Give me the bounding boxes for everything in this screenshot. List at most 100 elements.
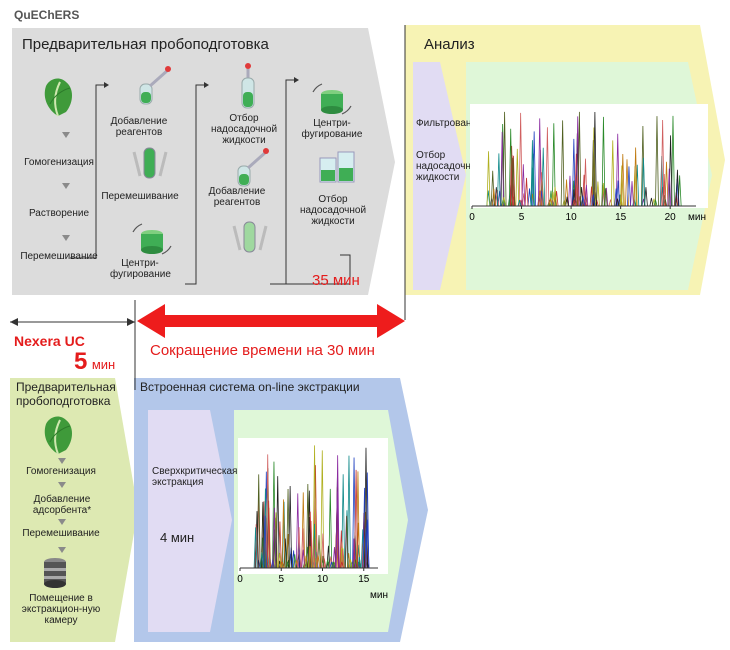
chromatogram-peak (610, 140, 615, 207)
chromatogram-peak (339, 561, 344, 569)
chromatogram-tick-label: 10 (317, 574, 329, 585)
chromatogram-peak (254, 524, 259, 569)
chromatogram-peak (335, 455, 340, 569)
chromatogram-unit-label: мин (688, 212, 706, 223)
chromatogram-peak (620, 153, 625, 207)
chromatogram-peak (346, 553, 351, 569)
chromatogram-tick-label: 0 (237, 574, 243, 585)
chromatogram-peak (312, 445, 317, 569)
chromatogram-peak (320, 450, 325, 569)
chromatogram-peak (615, 133, 620, 207)
chromatogram-peak (277, 552, 282, 569)
pipette-tube-icon (139, 66, 171, 105)
lettuce-icon-2 (44, 416, 72, 455)
step-arrow (62, 235, 70, 241)
chromatogram-tick-label: 15 (358, 574, 370, 585)
chromatogram-peak (655, 116, 659, 207)
chromatogram-peak (511, 155, 516, 207)
chromatogram-peak (574, 153, 579, 207)
quechers-prep-title: Предварительная пробоподготовка (22, 36, 269, 53)
chromatogram-peak (332, 546, 337, 569)
chromatogram-unit-label: мин (370, 590, 388, 601)
beakers-icon (319, 151, 355, 183)
chromatogram-peak (266, 500, 271, 569)
chromatogram-peak (321, 533, 325, 569)
filtration-label: Фильтрование (416, 118, 483, 129)
chromatogram-peak (341, 474, 346, 569)
nexera-prep-panel (10, 378, 138, 642)
chromatogram-peak (260, 552, 264, 569)
time-reduction-arrow (137, 304, 405, 338)
chromatogram-peak (486, 151, 491, 207)
sfe-time: 4 мин (160, 530, 195, 545)
chromatogram-peak (575, 175, 580, 207)
chromatogram-peak (633, 147, 638, 207)
step-supernatant-2: Отбор надосадочной жидкости (299, 194, 367, 227)
chromatogram-tick-label: 5 (519, 212, 525, 223)
chromatogram-peak (641, 157, 646, 207)
chromatogram-peak (291, 550, 296, 569)
pipette-tube-icon-2 (237, 148, 269, 187)
chromatogram-peak (649, 197, 654, 207)
chromatogram-peak (565, 196, 570, 207)
chromatogram-peak (591, 194, 596, 207)
chromatogram-peak (601, 116, 606, 207)
chromatogram-peak (560, 120, 565, 207)
chromatogram-peak (619, 198, 623, 207)
step-arrow (58, 519, 66, 525)
chromatogram-peak (331, 561, 336, 569)
chromatogram-peak (627, 166, 631, 207)
step-arrow (62, 183, 70, 189)
chromatogram-peak (301, 549, 306, 569)
chromatogram-peak (297, 527, 301, 569)
chromatogram-tick-label: 0 (469, 212, 475, 223)
analysis-title: Анализ (424, 36, 475, 53)
nexera-label: Nexera UC (14, 333, 85, 349)
chromatogram-peak (316, 555, 321, 569)
chromatogram-peak (347, 455, 351, 569)
chromatogram-peak (584, 184, 589, 207)
filtration-chevron (413, 62, 466, 290)
chromatogram-peak (500, 131, 505, 207)
chromatogram-peak (604, 187, 609, 207)
chromatogram-peak (502, 197, 506, 207)
shaking-tube-icon-2 (232, 221, 268, 253)
chromatogram-peak (594, 199, 599, 207)
chromatogram-peak (577, 111, 582, 207)
chromatogram-peak (619, 165, 624, 207)
chromatogram-peak (521, 164, 526, 207)
chromatogram-peak (568, 175, 572, 207)
chromatogram-peak (572, 199, 577, 207)
step-mixing-2: Перемешивание (101, 191, 179, 202)
step-add-reagents: Добавление реагентов (110, 116, 168, 138)
chromatogram-peak (524, 177, 529, 207)
chromatogram-peak (328, 488, 333, 569)
chromatogram-peak (527, 188, 532, 207)
chromatogram-peak (308, 511, 313, 569)
chromatogram-peak (630, 181, 634, 207)
extraction-vessel-icon (44, 558, 66, 588)
nexera-step-mixing: Перемешивание (22, 528, 100, 539)
centrifuge-icon (132, 223, 172, 255)
chromatogram-peak (671, 115, 675, 207)
chromatogram-peak (491, 188, 496, 207)
chromatogram-peak (591, 127, 596, 207)
step-homogenization: Гомогенизация (24, 157, 94, 168)
chromatogram-peak (511, 157, 515, 207)
chromatogram-peak (592, 111, 597, 207)
chromatogram-tick-label: 10 (566, 212, 578, 223)
chromatogram-peak (353, 559, 358, 569)
chromatogram-peak (539, 172, 544, 207)
chromatogram-peak (265, 454, 270, 569)
step-arrow (62, 132, 70, 138)
chromatogram-peak (308, 546, 312, 569)
shaking-tube-icon (132, 147, 168, 179)
chromatogram-peak (530, 167, 535, 207)
chromatogram-peak (502, 111, 507, 207)
step-supernatant: Отбор надосадочной жидкости (210, 113, 278, 146)
quechers-time: 35 мин (312, 272, 360, 289)
quechers-label: QuEChERS (14, 8, 80, 22)
nexera-time-value: 5 (74, 348, 88, 375)
chromatogram-peak (667, 168, 672, 207)
